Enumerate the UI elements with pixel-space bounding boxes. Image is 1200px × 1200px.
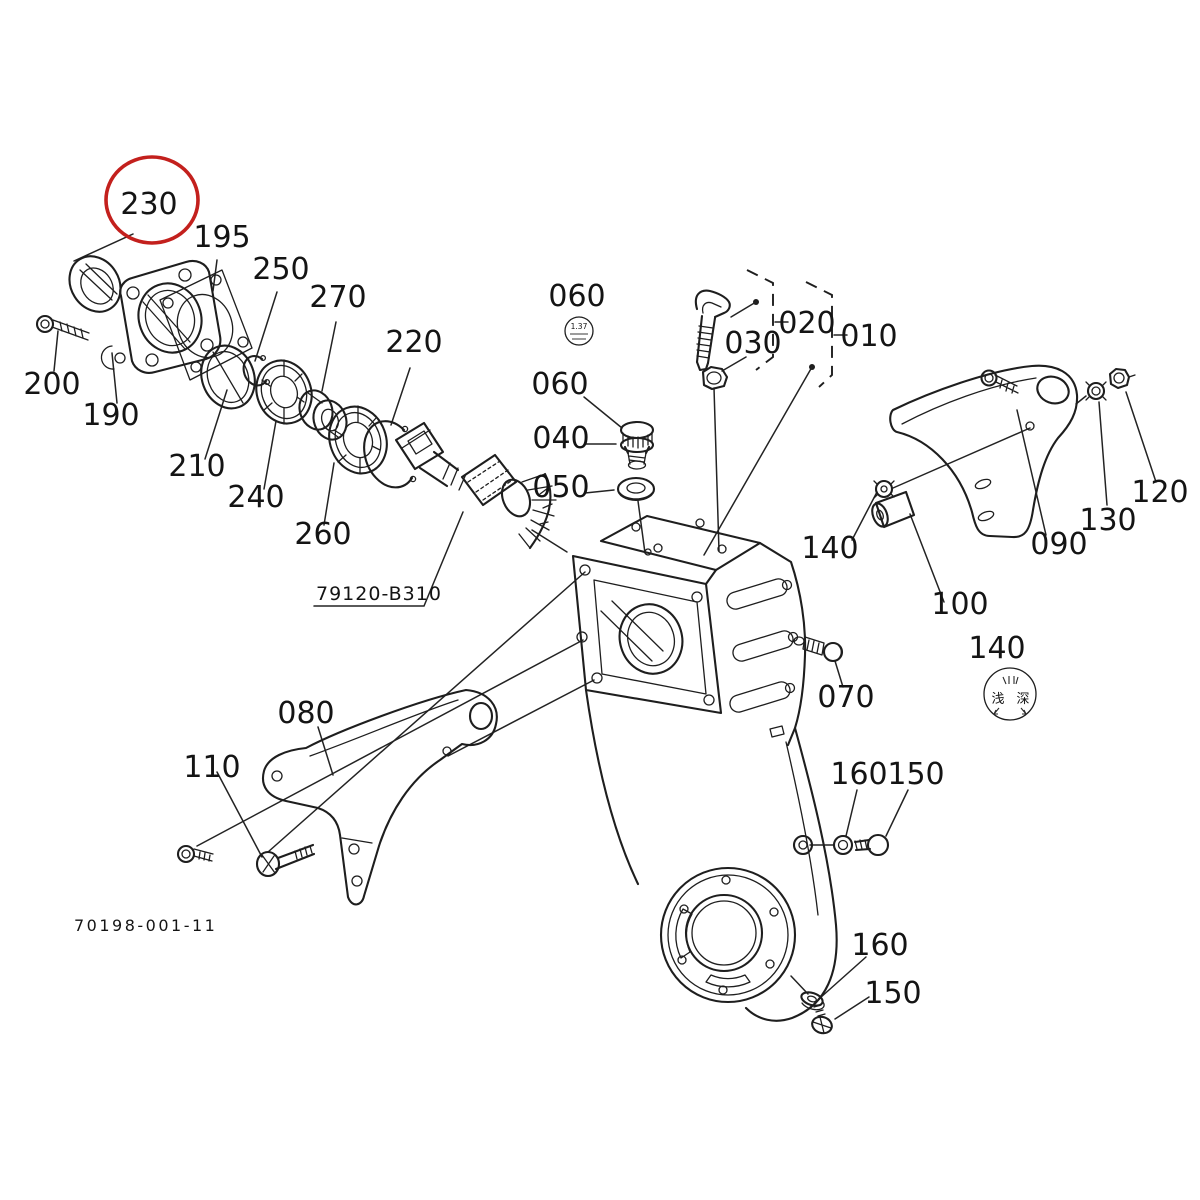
- shim-210: [200, 344, 256, 410]
- callout-080: 080: [277, 696, 334, 731]
- lock-washer-130: [1085, 381, 1107, 401]
- flange-cover-190: [100, 259, 222, 374]
- depth-mark-right-kanji: 深: [1016, 692, 1029, 707]
- bearing-240: [255, 359, 313, 425]
- callout-050: 050: [532, 470, 589, 505]
- shaft-part-number: 79120-B310: [316, 583, 442, 605]
- drawing-number: 70198-001-11: [74, 916, 217, 935]
- callout-100: 100: [931, 587, 988, 622]
- emblem-060-torque-mark: 1.37: [564, 316, 594, 346]
- callout-070: 070: [817, 680, 874, 715]
- snap-ring-220: [363, 420, 417, 489]
- shaft-79120-B310: [394, 421, 557, 550]
- plug-070: [793, 636, 844, 663]
- callout-130: 130: [1079, 503, 1136, 538]
- oil-seal-230: [68, 255, 122, 313]
- nut-120: [1108, 367, 1136, 390]
- callout-190: 190: [82, 398, 139, 433]
- emblem-140-depth-mark: 浅 深: [983, 667, 1037, 721]
- callout-090: 090: [1030, 527, 1087, 562]
- callout-040: 040: [532, 421, 589, 456]
- callout-150-bottom: 150: [864, 976, 921, 1011]
- bolt-on-bracket-090: [980, 369, 1019, 394]
- callout-140-left: 140: [801, 531, 858, 566]
- callout-200: 200: [23, 367, 80, 402]
- callout-150-side: 150: [887, 757, 944, 792]
- bolt-110-long: [255, 843, 316, 878]
- callout-labels: 230 195 250 270 220 200 190 210 240 260 …: [23, 187, 1188, 1011]
- bolt-200: [35, 314, 90, 341]
- washer-on-housing: [792, 834, 814, 856]
- callout-060-top: 060: [548, 279, 605, 314]
- callout-110: 110: [183, 750, 240, 785]
- callout-210: 210: [168, 449, 225, 484]
- callout-010: 010: [840, 319, 897, 354]
- grommet-050: [616, 476, 656, 502]
- callout-020: 020: [778, 306, 835, 341]
- callout-140-emblem: 140: [968, 631, 1025, 666]
- callout-240: 240: [227, 480, 284, 515]
- callout-270: 270: [309, 280, 366, 315]
- washer-160-bottom: [800, 991, 825, 1011]
- callout-260: 260: [294, 517, 351, 552]
- highlight-circle-230: [104, 155, 200, 245]
- callout-120: 120: [1131, 475, 1188, 510]
- spacer-100: [871, 479, 916, 529]
- callout-230: 230: [120, 187, 177, 222]
- pipe-020: [694, 289, 731, 372]
- callout-030: 030: [724, 326, 781, 361]
- bracket-090: [889, 364, 1079, 539]
- torque-mark-value: 1.37: [571, 322, 588, 331]
- callout-195: 195: [193, 220, 250, 255]
- callout-060: 060: [531, 367, 588, 402]
- breather-plug-040: [619, 420, 655, 470]
- leader-lines: [53, 233, 1157, 1020]
- callout-160-side: 160: [830, 757, 887, 792]
- bolt-150-side: [853, 833, 890, 857]
- gear-case-housing: [571, 514, 838, 1022]
- callout-160-bottom: 160: [851, 928, 908, 963]
- nut-030: [701, 365, 729, 391]
- dashed-group-brackets: [703, 269, 848, 556]
- gasket-195: [159, 269, 253, 381]
- bolt-110-short: [176, 844, 214, 864]
- depth-mark-left-kanji: 浅: [991, 692, 1004, 707]
- bracket-080: [262, 688, 498, 906]
- bolt-150-bottom: [811, 1004, 833, 1035]
- washer-160-side: [832, 834, 854, 856]
- callout-220: 220: [385, 325, 442, 360]
- bearing-260: [328, 405, 388, 475]
- callout-250: 250: [252, 252, 309, 287]
